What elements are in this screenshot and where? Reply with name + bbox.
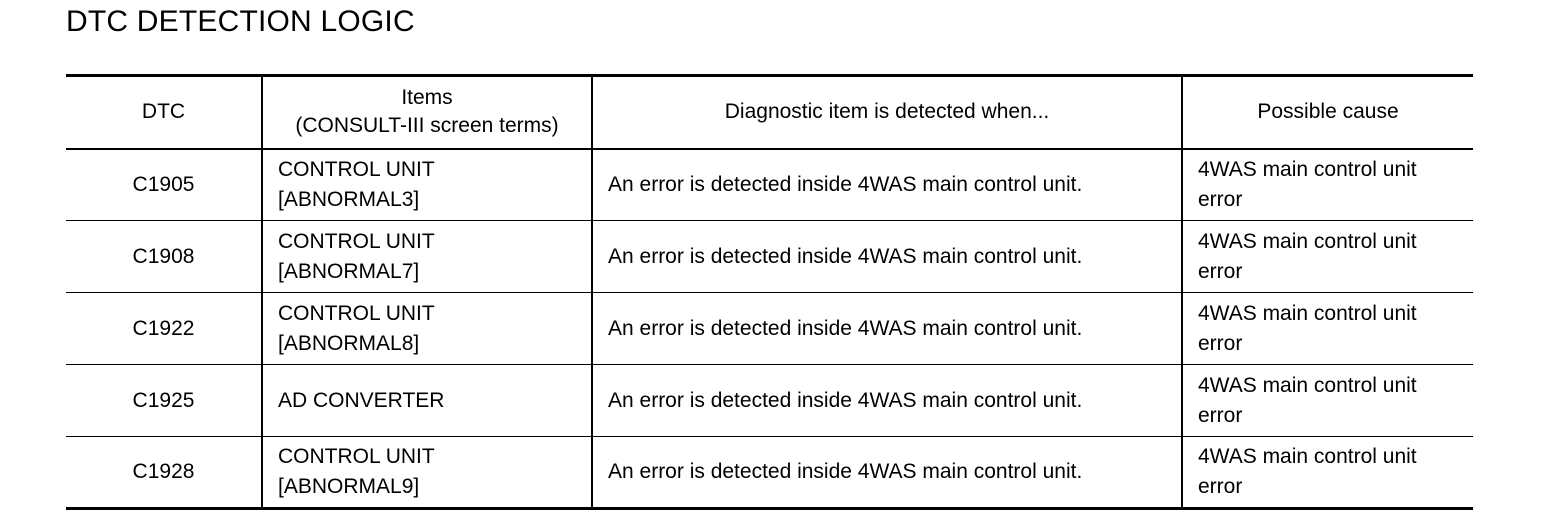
item-line2: [ABNORMAL3] xyxy=(278,187,420,211)
possible-cause: 4WAS main control unit error xyxy=(1181,364,1473,437)
item-name: CONTROL UNIT [ABNORMAL3] xyxy=(261,148,592,221)
item-line2: [ABNORMAL8] xyxy=(278,331,420,355)
header-cause: Possible cause xyxy=(1181,74,1473,150)
cause-line2: error xyxy=(1198,259,1243,283)
table-row: C1905 CONTROL UNIT [ABNORMAL3] An error … xyxy=(66,148,1473,221)
table-row: C1922 CONTROL UNIT [ABNORMAL8] An error … xyxy=(66,292,1473,365)
possible-cause: 4WAS main control unit error xyxy=(1181,436,1473,510)
item-line1: CONTROL UNIT xyxy=(278,157,435,181)
dtc-code: C1908 xyxy=(66,220,262,293)
item-name: CONTROL UNIT [ABNORMAL8] xyxy=(261,292,592,365)
item-line2: [ABNORMAL9] xyxy=(278,475,420,498)
header-items-line2: (CONSULT-III screen terms) xyxy=(295,114,559,138)
detection-condition: An error is detected inside 4WAS main co… xyxy=(591,364,1182,437)
dtc-code: C1928 xyxy=(66,436,262,510)
table-row: C1928 CONTROL UNIT [ABNORMAL9] An error … xyxy=(66,436,1473,510)
table-row: C1908 CONTROL UNIT [ABNORMAL7] An error … xyxy=(66,220,1473,293)
header-dtc: DTC xyxy=(66,74,262,150)
cause-line1: 4WAS main control unit xyxy=(1198,301,1417,325)
header-items-line1: Items xyxy=(401,86,453,110)
cause-line1: 4WAS main control unit xyxy=(1198,229,1417,253)
dtc-code: C1922 xyxy=(66,292,262,365)
possible-cause: 4WAS main control unit error xyxy=(1181,148,1473,221)
table-body: C1905 CONTROL UNIT [ABNORMAL3] An error … xyxy=(66,148,1473,510)
header-detected: Diagnostic item is detected when... xyxy=(591,74,1182,150)
table-row: C1925 AD CONVERTER An error is detected … xyxy=(66,364,1473,437)
item-name: CONTROL UNIT [ABNORMAL9] xyxy=(261,436,592,510)
cause-line2: error xyxy=(1198,187,1243,211)
header-items: Items (CONSULT-III screen terms) xyxy=(261,74,592,150)
item-line2: [ABNORMAL7] xyxy=(278,259,420,283)
cause-line1: 4WAS main control unit xyxy=(1198,445,1417,468)
page-title: DTC DETECTION LOGIC xyxy=(66,5,415,38)
cause-line2: error xyxy=(1198,331,1243,355)
cause-line1: 4WAS main control unit xyxy=(1198,373,1417,397)
dtc-code: C1925 xyxy=(66,364,262,437)
detection-condition: An error is detected inside 4WAS main co… xyxy=(591,292,1182,365)
item-line1: CONTROL UNIT xyxy=(278,445,435,468)
cause-line2: error xyxy=(1198,403,1243,427)
dtc-table: DTC Items (CONSULT-III screen terms) Dia… xyxy=(66,74,1473,510)
item-name: AD CONVERTER xyxy=(261,364,592,437)
detection-condition: An error is detected inside 4WAS main co… xyxy=(591,436,1182,510)
cause-line1: 4WAS main control unit xyxy=(1198,157,1417,181)
detection-condition: An error is detected inside 4WAS main co… xyxy=(591,148,1182,221)
item-line1: CONTROL UNIT xyxy=(278,301,435,325)
header-row: DTC Items (CONSULT-III screen terms) Dia… xyxy=(66,74,1473,150)
cause-line2: error xyxy=(1198,475,1243,498)
item-line1: CONTROL UNIT xyxy=(278,229,435,253)
possible-cause: 4WAS main control unit error xyxy=(1181,292,1473,365)
item-line1: AD CONVERTER xyxy=(278,388,445,412)
possible-cause: 4WAS main control unit error xyxy=(1181,220,1473,293)
item-name: CONTROL UNIT [ABNORMAL7] xyxy=(261,220,592,293)
table-header: DTC Items (CONSULT-III screen terms) Dia… xyxy=(66,74,1473,150)
detection-condition: An error is detected inside 4WAS main co… xyxy=(591,220,1182,293)
dtc-code: C1905 xyxy=(66,148,262,221)
